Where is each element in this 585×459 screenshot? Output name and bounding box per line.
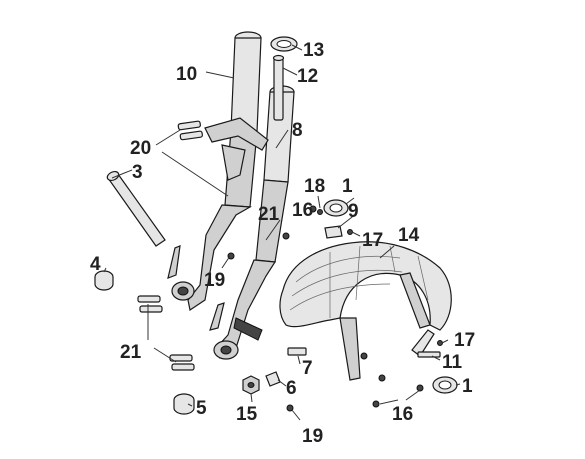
steering-stem bbox=[272, 54, 285, 121]
label-1-lower: 1 bbox=[462, 376, 473, 397]
axle-nut bbox=[242, 375, 260, 395]
label-16-lower: 16 bbox=[392, 404, 413, 425]
label-20: 20 bbox=[130, 138, 151, 159]
label-3: 3 bbox=[132, 162, 143, 183]
right-spacer bbox=[173, 393, 195, 415]
label-19-lower: 19 bbox=[302, 426, 323, 447]
front-axle bbox=[106, 170, 166, 247]
label-8: 8 bbox=[292, 120, 303, 141]
label-21-right: 21 bbox=[258, 204, 280, 225]
label-18: 18 bbox=[304, 176, 325, 197]
small-bracket bbox=[265, 371, 281, 387]
left-spacer bbox=[94, 270, 114, 291]
plate bbox=[287, 347, 307, 356]
callout-labels: 10 13 12 8 20 3 4 21 21 19 5 15 4 6 19 7… bbox=[90, 40, 475, 447]
label-17-lower: 17 bbox=[454, 330, 475, 351]
leader-lines bbox=[103, 44, 461, 421]
label-19-upper: 19 bbox=[204, 270, 225, 291]
fender-bolts bbox=[360, 352, 424, 408]
triple-clamp bbox=[204, 117, 269, 181]
label-11: 11 bbox=[442, 352, 463, 373]
label-1-upper: 1 bbox=[342, 176, 353, 197]
lower-washer bbox=[432, 376, 458, 394]
label-7-part: 7 bbox=[302, 358, 313, 379]
label-12: 12 bbox=[297, 66, 318, 87]
label-16-upper: 16 bbox=[292, 200, 313, 221]
label-6-part: 6 bbox=[286, 378, 297, 399]
pinch-bolts bbox=[137, 295, 195, 371]
label-4: 4 bbox=[90, 254, 101, 275]
label-10: 10 bbox=[176, 64, 197, 85]
callout-labels-extra: 6 7 bbox=[286, 358, 313, 399]
right-fork-tube bbox=[209, 85, 295, 360]
upper-clip bbox=[317, 199, 353, 239]
label-17-upper: 17 bbox=[362, 230, 383, 251]
front-fender bbox=[279, 241, 452, 381]
label-5: 5 bbox=[196, 398, 207, 419]
label-14: 14 bbox=[398, 225, 420, 246]
clamp-bolts bbox=[177, 120, 203, 141]
fender-bracket bbox=[411, 329, 443, 358]
label-15: 15 bbox=[236, 404, 258, 425]
label-9: 9 bbox=[348, 201, 359, 222]
label-21-left: 21 bbox=[120, 342, 142, 363]
seal-ring bbox=[270, 36, 298, 52]
label-13: 13 bbox=[303, 40, 324, 61]
